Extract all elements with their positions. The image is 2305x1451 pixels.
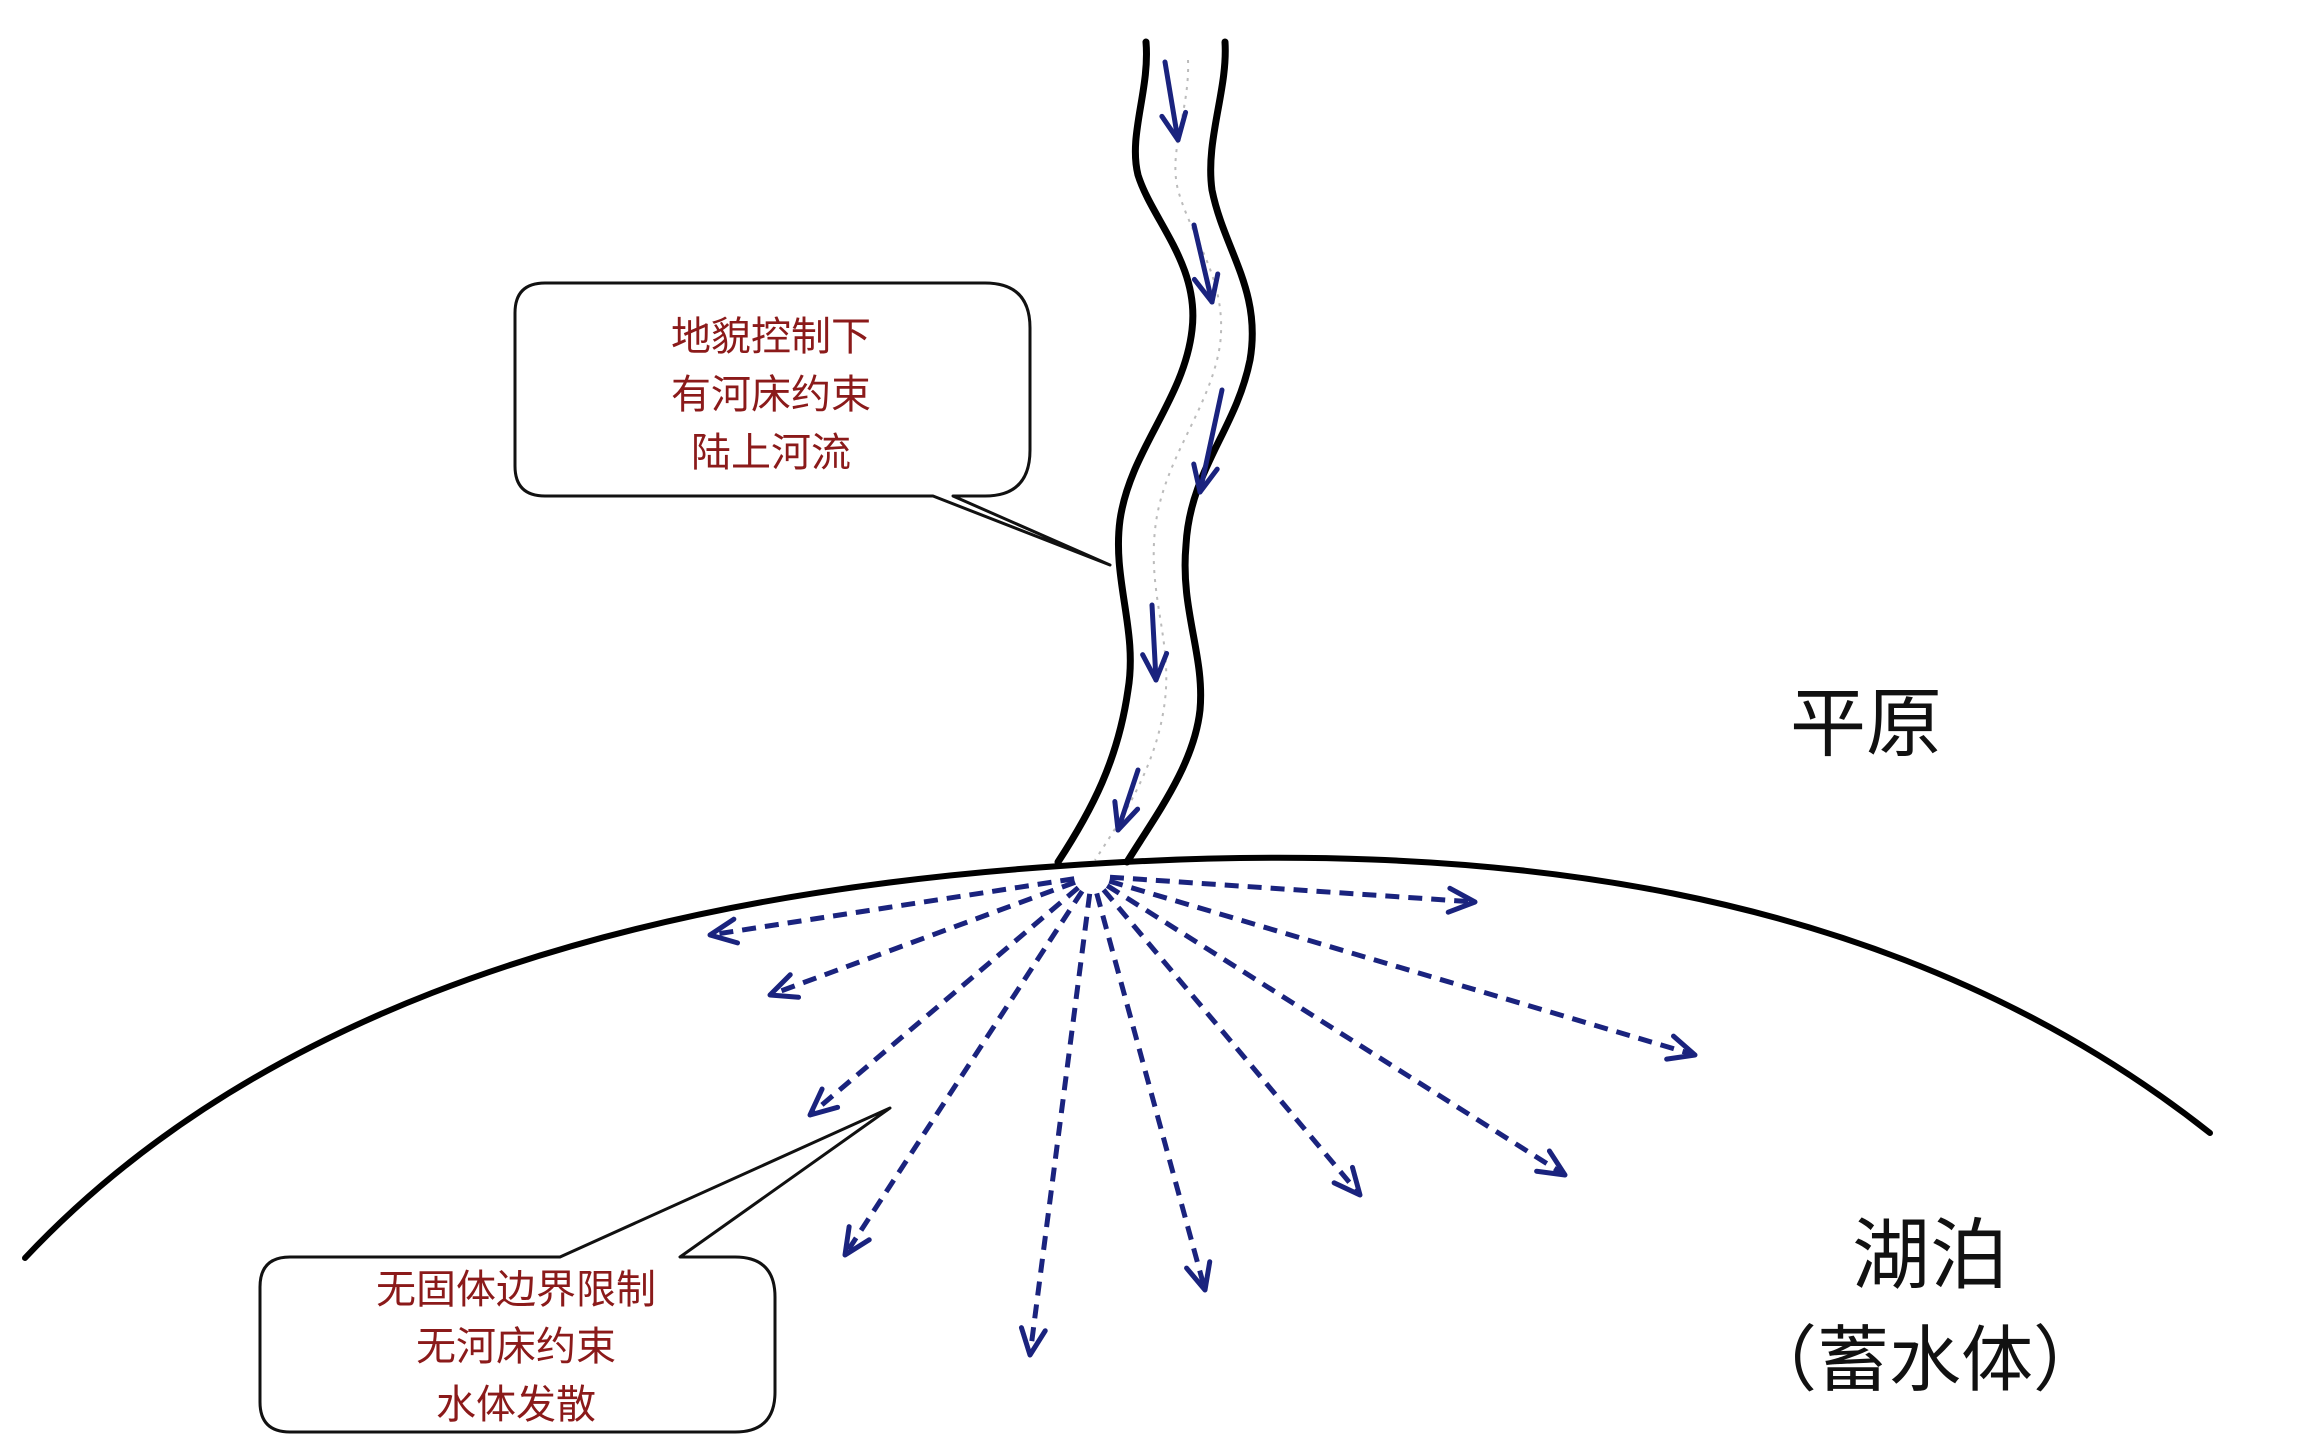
dispersal-arrowhead: [767, 972, 802, 1000]
lake-note-label: （蓄水体）: [1745, 1318, 2105, 1402]
lake-dispersal-arrows: [707, 874, 1698, 1358]
lake-callout-line-1: 无固体边界限制: [376, 1267, 656, 1313]
dispersal-arrow: [1027, 893, 1093, 1356]
river-right-bank: [1123, 38, 1256, 866]
river-flow-arrowhead: [1191, 271, 1221, 305]
dispersal-arrowhead: [1664, 1033, 1698, 1062]
dispersal-arrow: [1108, 878, 1696, 1058]
dispersal-arrowhead: [1534, 1148, 1568, 1178]
dispersal-arrow: [1101, 888, 1362, 1197]
river-centerline: [1094, 59, 1223, 861]
lake-callout-line-2: 无河床约束: [416, 1324, 616, 1370]
river-flow-arrow: [1162, 59, 1181, 143]
dispersal-arrowhead: [842, 1224, 872, 1258]
dispersal-arrow: [808, 885, 1080, 1117]
dispersal-arrowhead: [1018, 1325, 1048, 1358]
lake-callout: 无固体边界限制 无河床约束 水体发散: [258, 1106, 892, 1434]
dispersal-arrow: [769, 879, 1076, 998]
dispersal-arrowhead: [1184, 1259, 1213, 1293]
dispersal-arrowhead: [1445, 885, 1478, 915]
dispersal-arrowhead: [707, 916, 741, 946]
river-callout-line-1: 地貌控制下: [671, 314, 871, 360]
dispersal-arrowhead: [807, 1086, 841, 1118]
lake-callout-line-3: 水体发散: [436, 1382, 596, 1428]
dispersal-arrow: [1105, 883, 1567, 1178]
plain-label: 平原: [1790, 679, 1942, 768]
river-callout-bubble: [513, 281, 1112, 567]
river-flow-arrow: [1149, 602, 1159, 683]
river-flow-arrow: [1197, 387, 1225, 495]
lake-shoreline: [22, 854, 2213, 1261]
river-flow-arrowhead: [1112, 799, 1141, 833]
river-callout-line-3: 陆上河流: [691, 430, 851, 476]
river-flow-arrowhead: [1159, 109, 1189, 143]
river-callout: 地貌控制下 有河床约束 陆上河流: [513, 281, 1112, 567]
river-left-bank: [1054, 38, 1197, 866]
river-flow-arrowhead: [1191, 461, 1220, 495]
dispersal-arrow: [1109, 874, 1476, 905]
river-flow-arrowhead: [1140, 650, 1170, 683]
lake-callout-bubble: [258, 1106, 892, 1434]
river-flow-arrow: [1191, 222, 1215, 305]
river-flow-arrow: [1115, 767, 1141, 833]
dispersal-arrow: [709, 876, 1075, 938]
lake-label: 湖泊: [1852, 1211, 2008, 1301]
river-flow-arrows: [1112, 59, 1225, 833]
river-callout-line-2: 有河床约束: [671, 372, 871, 418]
dispersal-arrow: [1094, 892, 1208, 1291]
dispersal-arrowhead: [1331, 1164, 1363, 1198]
dispersal-arrow: [842, 889, 1085, 1257]
